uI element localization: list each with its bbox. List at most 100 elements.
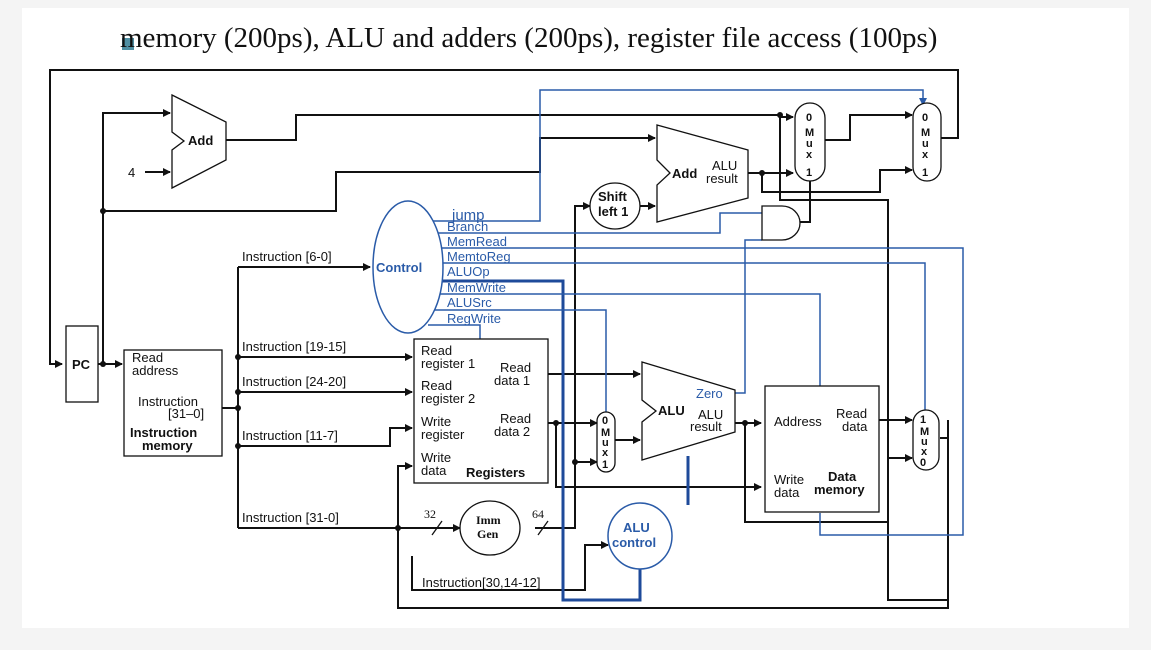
alu-bypass-wire — [744, 423, 913, 523]
alusrc-mux-1: 1 — [602, 459, 608, 471]
memtoreg-signal-wire — [428, 262, 926, 410]
memtoreg-signal-label: MemtoReg — [447, 249, 511, 264]
pc-plus4-wire — [226, 113, 794, 141]
instr-31-0-label: Instruction [31-0] — [242, 510, 339, 525]
instr-24-20-label: Instruction [24-20] — [242, 374, 346, 389]
reg-write-label-b: register — [421, 427, 465, 442]
instr-11-7-wire — [238, 424, 413, 447]
instr-30-14-12-wire — [411, 541, 609, 591]
branch-signal-label: Branch — [447, 219, 488, 234]
dm-address-label: Address — [774, 414, 822, 429]
memwrite-signal-wire — [428, 293, 821, 386]
instr-11-7-label: Instruction [11-7] — [242, 428, 338, 443]
alu-label: ALU — [658, 403, 685, 418]
alu-control-label-1: ALU — [623, 520, 650, 535]
and-out-wire — [800, 165, 811, 223]
branch-mux-x: x — [806, 149, 813, 161]
pc-to-add-wire — [102, 109, 171, 364]
branch-mux — [794, 102, 826, 182]
alusrc-mux-x: x — [602, 447, 609, 459]
pc-register — [65, 325, 99, 403]
memtoreg-mux-1: 1 — [920, 414, 926, 426]
reg-data1-label-b: data 1 — [494, 373, 530, 388]
alu-result-label-2: result — [690, 419, 722, 434]
branch-adder-label: Add — [672, 166, 697, 181]
branch-mux-u: u — [806, 138, 813, 150]
branch-signal-wire — [428, 212, 762, 234]
bus-32-slash — [431, 520, 443, 536]
data-memory — [764, 385, 880, 513]
alusrc-signal-wire — [428, 309, 607, 412]
memtoreg-mux — [912, 409, 940, 471]
dm-title-2: memory — [814, 482, 865, 497]
shift-left-unit — [589, 182, 641, 230]
branch-adder — [656, 124, 749, 223]
dm-data-label: data — [842, 419, 868, 434]
branch-mux-1: 1 — [806, 167, 812, 179]
write-data-wire — [555, 423, 762, 491]
reg-read2-label-a: Read — [421, 378, 452, 393]
aluop-signal-label: ALUOp — [447, 264, 490, 279]
alu-control-unit — [607, 502, 673, 570]
reg-writedata-label-a: Write — [421, 450, 451, 465]
imm-gen-label-1: Imm — [476, 513, 501, 527]
alu-zero-label: Zero — [696, 386, 723, 401]
alusrc-mux-u: u — [602, 437, 609, 449]
jump-mux-0: 0 — [922, 112, 928, 124]
dm-write-label: Write — [774, 472, 804, 487]
wire-junctions — [100, 112, 783, 531]
pc-to-branch-wire — [103, 138, 541, 212]
mux1-out-wire — [825, 111, 913, 141]
write-back-wire — [397, 462, 413, 608]
jump-signal-wire — [428, 89, 927, 222]
reg-data1-label-a: Read — [500, 360, 531, 375]
memread-signal-label: MemRead — [447, 234, 507, 249]
imem-title-1: Instruction — [130, 425, 197, 440]
imem-bits-label: [31–0] — [168, 406, 204, 421]
bus-64-slash — [537, 520, 549, 536]
memtoreg-mux-0: 0 — [920, 457, 926, 469]
bits-32-label: 32 — [424, 507, 436, 521]
dm-writedata-label: data — [774, 485, 800, 500]
imem-read-label: Read — [132, 350, 163, 365]
zero-to-and-wire — [735, 239, 762, 394]
memread-signal-wire — [428, 247, 964, 536]
shift-label-1: Shift — [598, 189, 628, 204]
bullet-square-icon — [122, 38, 134, 50]
reg-write-label-a: Write — [421, 414, 451, 429]
instr-19-15-label: Instruction [19-15] — [242, 339, 346, 354]
imem-title-2: memory — [142, 438, 193, 453]
registers-title: Registers — [466, 465, 525, 480]
reg-data2-label-b: data 2 — [494, 424, 530, 439]
alusrc-mux-m: M — [601, 427, 610, 439]
instr-30-14-12-label: Instruction[30,14-12] — [422, 575, 541, 590]
pc-to-branch-add-wire — [539, 134, 656, 172]
jump-target-wire — [761, 166, 913, 193]
branch-adder-alu-label: ALU — [712, 158, 737, 173]
reg-read2-label-b: register 2 — [421, 391, 475, 406]
alu-control-label-2: control — [612, 535, 656, 550]
regwrite-signal-wire — [428, 324, 481, 339]
imem-address-label: address — [132, 363, 179, 378]
alusrc-mux — [596, 411, 616, 473]
register-file — [413, 338, 549, 484]
branch-mux-0: 0 — [806, 112, 812, 124]
reg-data2-label-a: Read — [500, 411, 531, 426]
jump-signal-label: jump — [451, 207, 485, 224]
aluop-signal-wire — [428, 279, 642, 602]
long-return-wire — [779, 115, 948, 601]
reg-read1-label-a: Read — [421, 343, 452, 358]
jump-mux — [912, 102, 942, 182]
alu-result-label-1: ALU — [698, 407, 723, 422]
jump-feedback-wire — [49, 69, 959, 368]
imm-gen — [459, 500, 521, 556]
dm-title-1: Data — [828, 469, 857, 484]
shift-label-2: left 1 — [598, 204, 628, 219]
control-unit — [372, 200, 444, 334]
imem-instruction-label: Instruction — [138, 394, 198, 409]
branch-mux-m: M — [805, 127, 814, 139]
jump-mux-x: x — [922, 149, 929, 161]
jump-mux-1: 1 — [922, 167, 928, 179]
imm-to-shift-wire — [535, 202, 591, 529]
